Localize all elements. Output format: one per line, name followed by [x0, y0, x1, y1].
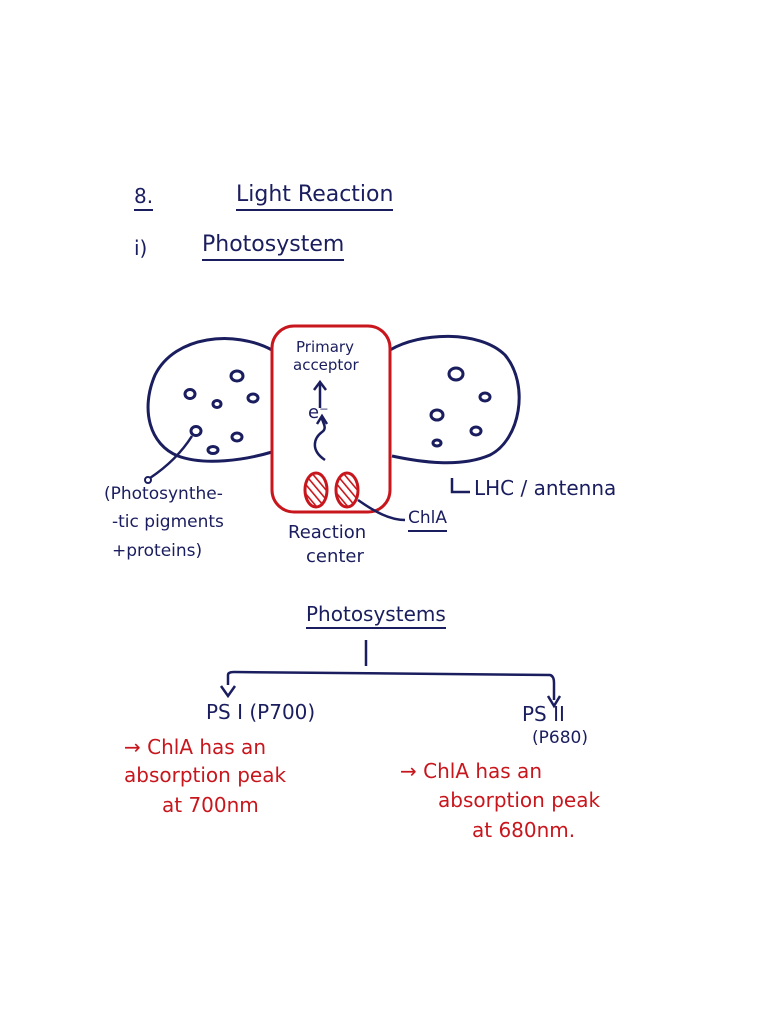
lhc-antenna-label: LHC / antenna [474, 476, 617, 500]
reaction-center-box [270, 324, 392, 514]
section-title: Photosystem [202, 234, 345, 261]
primary-acceptor-line2: acceptor [293, 356, 359, 374]
chla-label: ChlA [408, 510, 447, 532]
left-antenna-lobe [146, 337, 273, 463]
left-pigment-dots [183, 369, 260, 455]
ps2-desc-line2: absorption peak [438, 788, 601, 812]
ps1-desc-line1: → ChlA has an [124, 735, 266, 759]
ps2-sub: (P680) [532, 728, 588, 748]
ps1-desc-line2: absorption peak [124, 763, 287, 787]
ps1-desc-line3: at 700nm [162, 793, 259, 817]
chla-oval-right [334, 471, 360, 509]
electron-path [313, 417, 326, 462]
right-pigment-dots [429, 366, 492, 448]
left-label-line2: -tic pigments [112, 512, 224, 532]
ps2-desc-line3: at 680nm. [472, 818, 576, 842]
ps2-desc-line1: → ChlA has an [400, 759, 542, 783]
ps2-name: PS II [522, 702, 565, 726]
reaction-center-line1: Reaction [288, 522, 367, 543]
section-number: i) [134, 236, 148, 260]
left-label-line3: +proteins) [112, 541, 203, 561]
chla-pointer [357, 498, 406, 522]
heading-number: 8. [134, 186, 154, 211]
heading-title-part1: Light Reaction [236, 182, 394, 211]
left-label-line1: (Photosynthe- [104, 484, 223, 504]
tree-branch [226, 670, 556, 700]
lhc-pointer [450, 478, 470, 494]
electron-label: e⁻ [308, 402, 329, 423]
reaction-center-line2: center [306, 546, 364, 567]
chla-oval-left [303, 471, 329, 509]
right-antenna-lobe [389, 334, 521, 465]
heading-title: Light Reaction [236, 182, 394, 207]
pigment-pointer [149, 435, 194, 480]
ps1-name: PS I (P700) [206, 700, 316, 724]
primary-acceptor-line1: Primary [296, 338, 354, 356]
photosystems-title: Photosystems [306, 604, 446, 629]
